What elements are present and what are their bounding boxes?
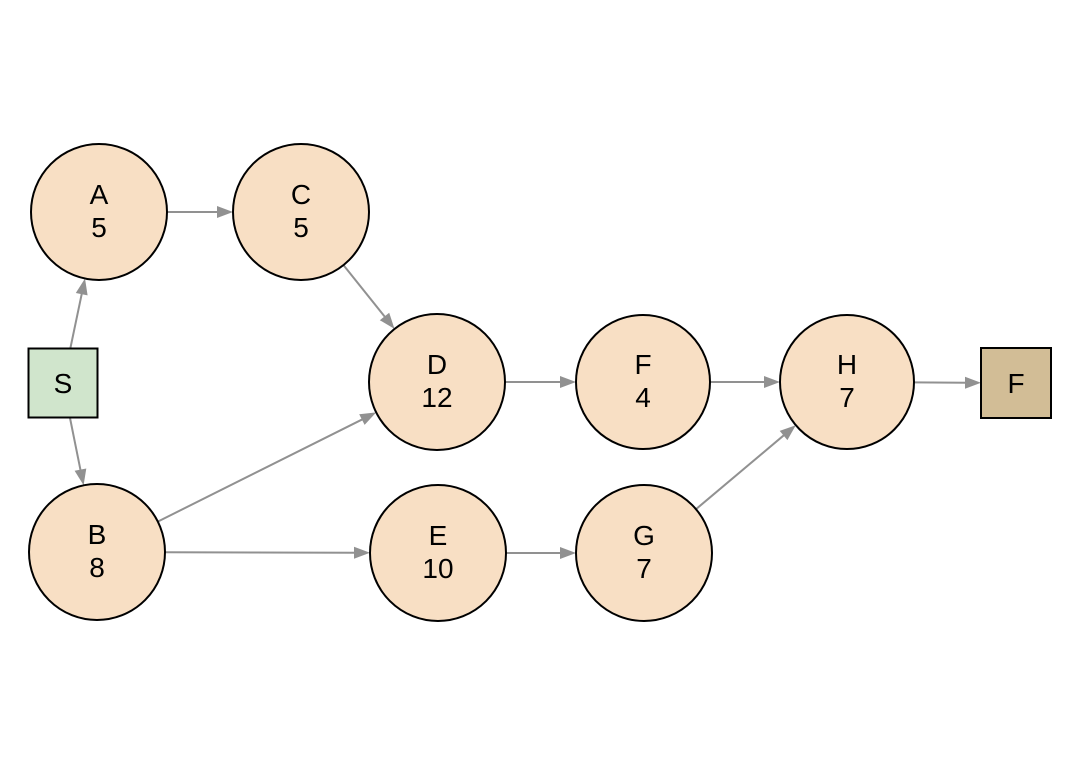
node-E: E10: [369, 484, 507, 622]
node-shape-circle: [575, 484, 713, 622]
edge-layer: [68, 206, 981, 559]
node-value: 7: [636, 553, 652, 584]
edge-line: [342, 264, 387, 319]
node-C: C5: [232, 143, 370, 281]
node-S: S: [27, 347, 99, 419]
arrowhead-icon: [779, 425, 796, 441]
edge-line: [157, 417, 365, 523]
node-B: B8: [28, 483, 166, 621]
node-value: 5: [91, 212, 107, 243]
node-label: B: [88, 519, 107, 550]
edge-E-to-G: [506, 547, 576, 559]
edge-G-to-H: [695, 425, 796, 510]
node-shape-circle: [232, 143, 370, 281]
node-label: E: [429, 520, 448, 551]
node-label: S: [54, 368, 73, 399]
node-shape-circle: [779, 314, 915, 450]
node-shape-square: [27, 347, 99, 419]
edge-line: [164, 551, 357, 554]
arrowhead-icon: [75, 278, 88, 296]
arrowhead-icon: [764, 376, 780, 388]
node-label: G: [633, 520, 655, 551]
node-label: F: [634, 349, 651, 380]
arrowhead-icon: [354, 546, 370, 559]
edge-B-to-D: [157, 412, 377, 523]
node-value: 8: [89, 552, 105, 583]
node-G: G7: [575, 484, 713, 622]
node-label: A: [90, 179, 109, 210]
node-A: A5: [30, 143, 168, 281]
node-value: 10: [422, 553, 453, 584]
edge-C-to-D: [342, 264, 395, 329]
edge-line: [69, 291, 84, 349]
node-label: C: [291, 179, 311, 210]
node-shape-square: [980, 347, 1052, 419]
edge-H-to-Fend: [913, 376, 981, 389]
edge-S-to-B: [68, 417, 87, 486]
node-shape-circle: [30, 143, 168, 281]
node-H: H7: [779, 314, 915, 450]
node-value: 12: [421, 382, 452, 413]
node-label: F: [1007, 368, 1024, 399]
edge-D-to-F: [505, 376, 576, 388]
arrowhead-icon: [217, 206, 233, 218]
edge-A-to-C: [167, 206, 233, 218]
arrowhead-icon: [74, 468, 87, 486]
node-D: D12: [368, 313, 506, 451]
node-F: F4: [575, 314, 711, 450]
node-shape-circle: [368, 313, 506, 451]
arrowhead-icon: [379, 312, 395, 329]
node-label: H: [837, 349, 857, 380]
arrowhead-icon: [560, 547, 576, 559]
node-value: 4: [635, 382, 651, 413]
edge-F-to-H: [710, 376, 780, 388]
edge-B-to-E: [164, 546, 370, 559]
node-shape-circle: [28, 483, 166, 621]
node-shape-circle: [369, 484, 507, 622]
edge-line: [695, 433, 786, 510]
edge-S-to-A: [69, 278, 88, 349]
edge-line: [68, 417, 82, 472]
node-value: 7: [839, 382, 855, 413]
node-label: D: [427, 349, 447, 380]
arrowhead-icon: [359, 412, 377, 425]
node-Fend: F: [980, 347, 1052, 419]
node-value: 5: [293, 212, 309, 243]
node-shape-circle: [575, 314, 711, 450]
arrowhead-icon: [965, 376, 981, 389]
arrowhead-icon: [560, 376, 576, 388]
